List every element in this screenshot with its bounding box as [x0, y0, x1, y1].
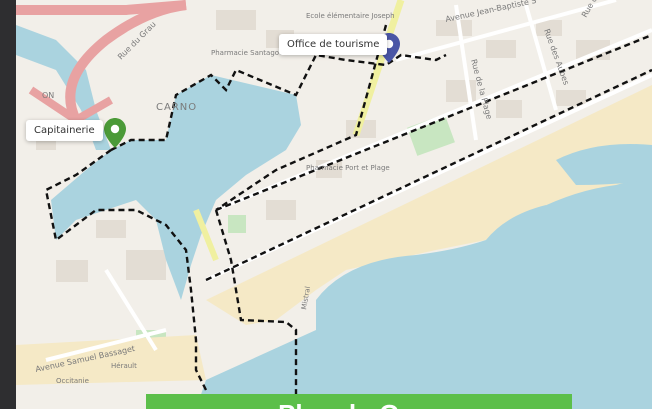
label-on: ON [42, 91, 54, 100]
route-line [110, 53, 447, 152]
map-title-banner: Plan du Grau [146, 394, 572, 409]
sea [486, 205, 546, 240]
route-line [205, 68, 652, 282]
beach [16, 335, 206, 385]
tourist-office-callout[interactable]: Office de tourisme [279, 34, 388, 55]
canal [16, 25, 111, 150]
secondary-road [352, 0, 405, 137]
harbour-office-callout[interactable]: Capitainerie [26, 120, 103, 141]
label-herault: Hérault [111, 362, 137, 370]
main-road [65, 0, 187, 123]
label-carno: CARNO [156, 102, 197, 113]
route-line [214, 209, 298, 409]
map-pin-icon [104, 118, 126, 148]
right-edge-strip [652, 0, 656, 409]
sea [196, 330, 326, 409]
harbour-office-marker[interactable] [104, 118, 126, 148]
map-view[interactable]: Ecole élémentaire Joseph Avenue Jean-Bap… [16, 0, 652, 409]
route-line [215, 33, 652, 212]
beach [206, 85, 652, 325]
left-edge-strip [0, 0, 16, 409]
label-ecole: Ecole élémentaire Joseph [306, 12, 395, 20]
park [228, 215, 246, 233]
label-pharmacie-santagou: Pharmacie Santagou Tourel [211, 49, 307, 57]
harbour-basin [51, 75, 301, 300]
label-occitanie: Occitanie [56, 377, 89, 385]
label-pharmacie-port-plage: Pharmacie Port et Plage [306, 164, 390, 172]
route-line [44, 149, 208, 391]
secondary-road [193, 208, 219, 262]
sea [556, 144, 652, 185]
sea [316, 175, 652, 409]
label-mistral: Mistral [300, 286, 312, 311]
